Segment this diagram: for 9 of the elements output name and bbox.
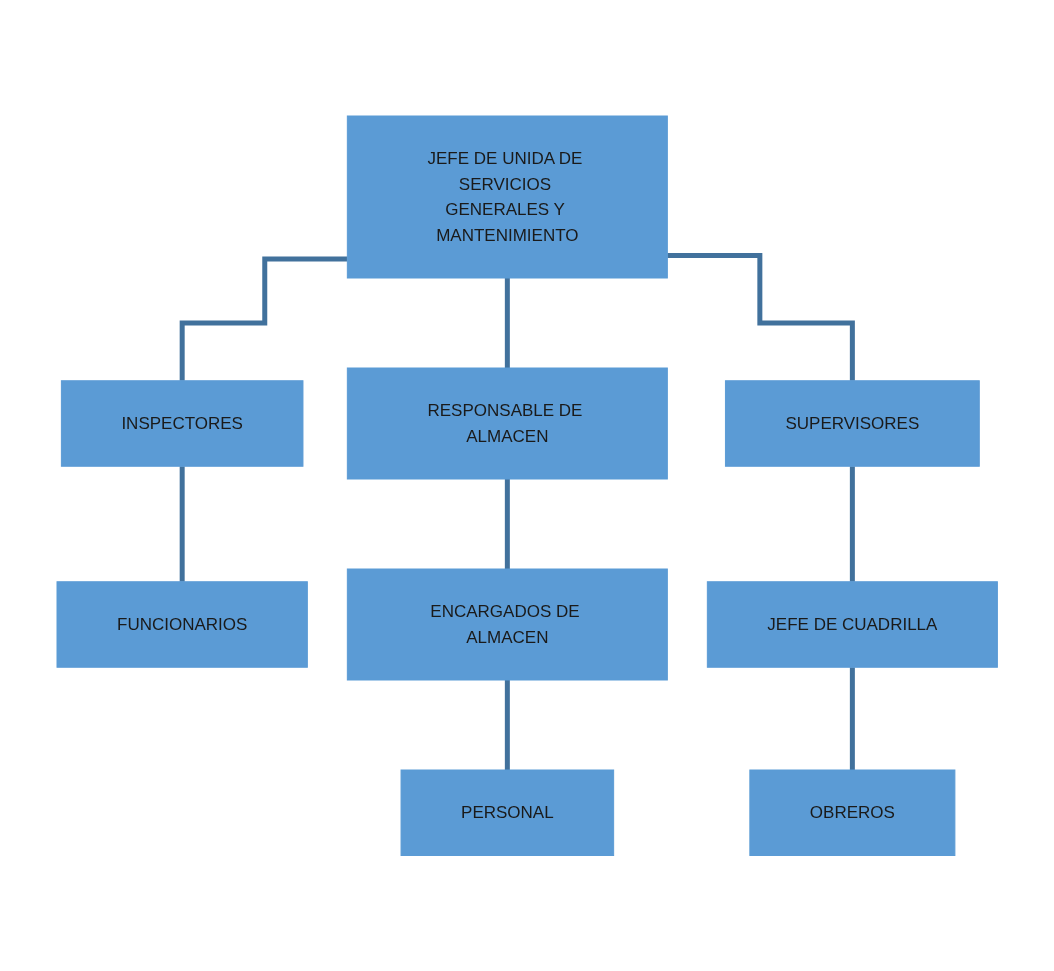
node-box: SUPERVISORES xyxy=(724,380,980,467)
node-box: OBREROS xyxy=(749,769,956,856)
node-box: INSPECTORES xyxy=(60,380,304,467)
node-box: ENCARGADOS DE ALMACEN xyxy=(346,568,668,681)
node-box: RESPONSABLE DE ALMACEN xyxy=(346,367,668,480)
node-box: JEFE DE UNIDA DE SERVICIOS GENERALES Y MANTENIMIENTO xyxy=(346,115,668,279)
node-box: PERSONAL xyxy=(400,769,614,856)
node-box: FUNCIONARIOS xyxy=(56,581,308,668)
node-box: JEFE DE CUADRILLA xyxy=(706,581,998,668)
